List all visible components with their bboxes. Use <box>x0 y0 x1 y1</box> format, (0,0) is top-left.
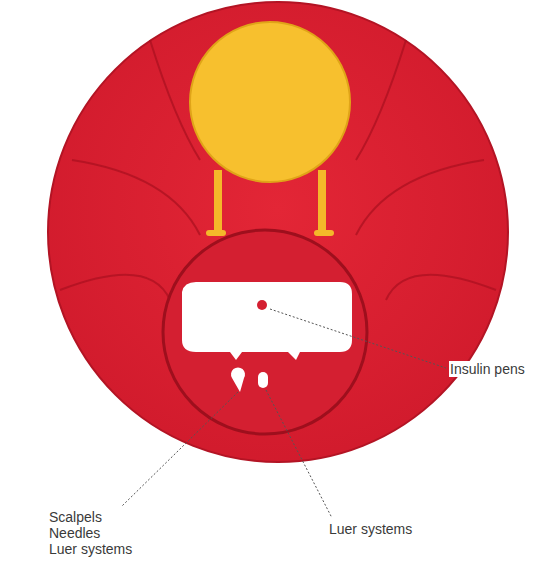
cap-foot <box>314 230 334 236</box>
cap-leg <box>214 170 222 236</box>
yellow-cap <box>190 22 350 182</box>
rosette-teeth <box>257 300 267 310</box>
callout-label: Luer systems <box>328 521 413 537</box>
callout-label: Needles <box>48 525 101 541</box>
callout-label: Insulin pens <box>449 361 526 377</box>
leader-lines <box>122 309 446 518</box>
opening-cutout <box>182 282 352 360</box>
lid-disc <box>48 2 508 462</box>
cap-foot <box>206 230 226 236</box>
opening-well <box>163 230 367 434</box>
luer-port <box>258 372 268 388</box>
insulin-pen-port <box>250 293 274 317</box>
callout-label: Scalpels <box>48 509 103 525</box>
cap-leg <box>318 170 326 236</box>
callout-label: Luer systems <box>48 541 133 557</box>
needle-port <box>231 367 245 392</box>
